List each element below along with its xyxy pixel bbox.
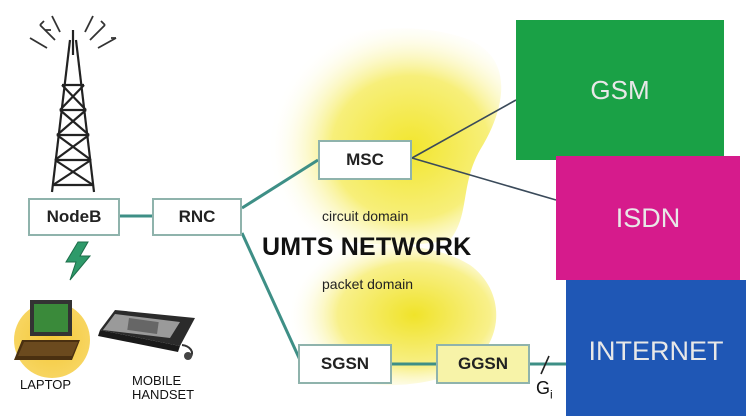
handset-label: HANDSET	[132, 387, 195, 402]
pstn-links	[411, 99, 557, 201]
isdn-label: ISDN	[615, 202, 681, 233]
sgsn-box[interactable]: SGSN	[298, 344, 392, 384]
gi-subscript: i	[550, 387, 553, 402]
link-msc-gsm	[411, 99, 517, 159]
radio-waves-icon	[29, 15, 117, 49]
laptop-label: LAPTOP	[20, 377, 72, 392]
umts-network-label: UMTS NETWORK	[262, 233, 472, 261]
link-msc-isdn	[411, 157, 557, 201]
circuit-domain-label: circuit domain	[322, 208, 409, 224]
mobile-label: MOBILE	[132, 373, 182, 388]
mobile-handset-label: MOBILE HANDSET	[132, 374, 194, 402]
mobile-handset-icon	[98, 310, 195, 360]
packet-domain-label: packet domain	[322, 276, 414, 292]
circuit-domain-cloud	[262, 28, 502, 246]
gsm-label: GSM	[590, 74, 650, 105]
network-links	[120, 158, 572, 366]
nodeb-label: NodeB	[46, 207, 102, 226]
msc-box[interactable]: MSC	[318, 140, 412, 180]
rnc-box[interactable]: RNC	[152, 198, 242, 236]
msc-label: MSC	[346, 150, 384, 169]
internet-network[interactable]: INTERNET	[566, 280, 746, 416]
gi-interface-mark	[540, 355, 550, 375]
gi-label: Gi	[536, 378, 553, 402]
ggsn-box[interactable]: GGSN	[436, 344, 530, 384]
lightning-icon	[65, 241, 92, 281]
laptop-icon	[14, 300, 90, 378]
internet-label: INTERNET	[588, 336, 724, 366]
sgsn-label: SGSN	[320, 354, 370, 373]
link-rnc-msc	[241, 158, 319, 210]
isdn-network[interactable]: ISDN	[556, 156, 740, 280]
rnc-label: RNC	[178, 207, 216, 226]
link-rnc-sgsn	[240, 232, 302, 361]
radio-tower-icon	[50, 30, 96, 193]
gsm-network[interactable]: GSM	[516, 20, 724, 160]
gi-letter: G	[536, 378, 551, 398]
ggsn-label: GGSN	[457, 354, 509, 373]
nodeb-box[interactable]: NodeB	[28, 198, 120, 236]
